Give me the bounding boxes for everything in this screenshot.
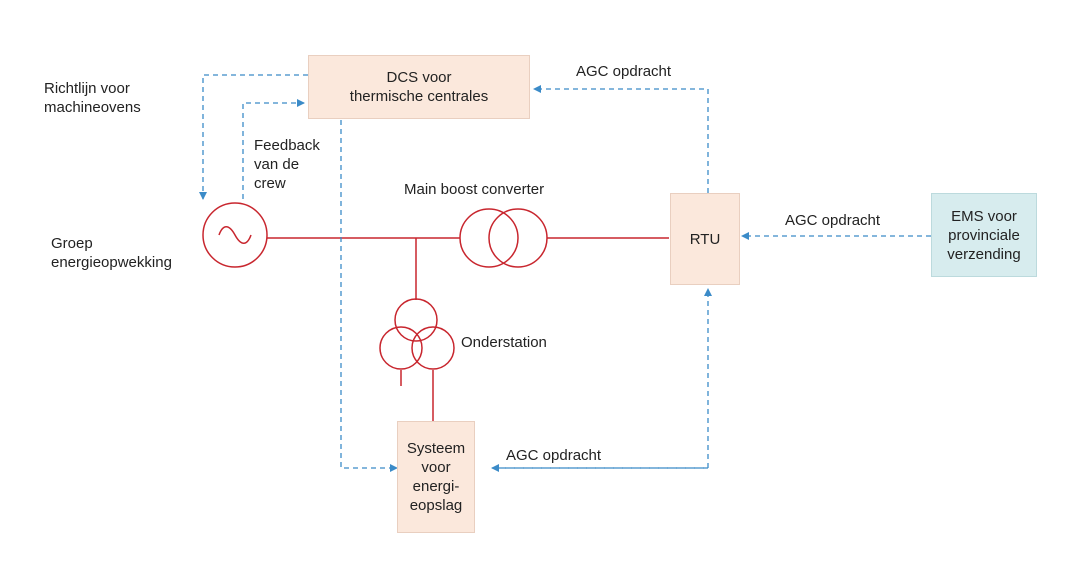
agc-rtu-to-dcs [533,85,709,193]
dcs-label: DCS voor thermische centrales [349,69,489,105]
storage-box: Systeem voor energi- eopslag [397,421,475,533]
guideline-label: Richtlijn voor machineovens [44,80,141,116]
agc-dcs-label: AGC opdracht [576,63,672,80]
substation-transformer-icon [379,298,455,370]
feedback-label: Feedback van de crew [254,137,320,192]
main-transformer-label: Main boost converter [404,181,545,198]
dcs-box: DCS voor thermische centrales [308,55,530,119]
ems-box: EMS voor provinciale verzending [931,193,1037,277]
power-network [267,237,669,421]
storage-label: Systeem voor energi- eopslag [406,440,466,514]
feedback-signal [242,99,305,199]
signal-network [199,74,931,472]
ems-label: EMS voor provinciale verzending [947,207,1021,263]
dcs-to-storage-signal [340,120,398,472]
main-transformer-icon [459,208,548,268]
rtu-label: RTU [689,230,721,248]
generator-label: Groep energieopwekking [51,235,172,271]
agc-storage-label: AGC opdracht [506,447,602,464]
rtu-box: RTU [670,193,740,285]
agc-ems-label: AGC opdracht [785,212,881,229]
agc-storage-to-rtu [492,288,712,469]
substation-label: Onderstation [461,334,547,351]
generator-icon [202,202,268,268]
